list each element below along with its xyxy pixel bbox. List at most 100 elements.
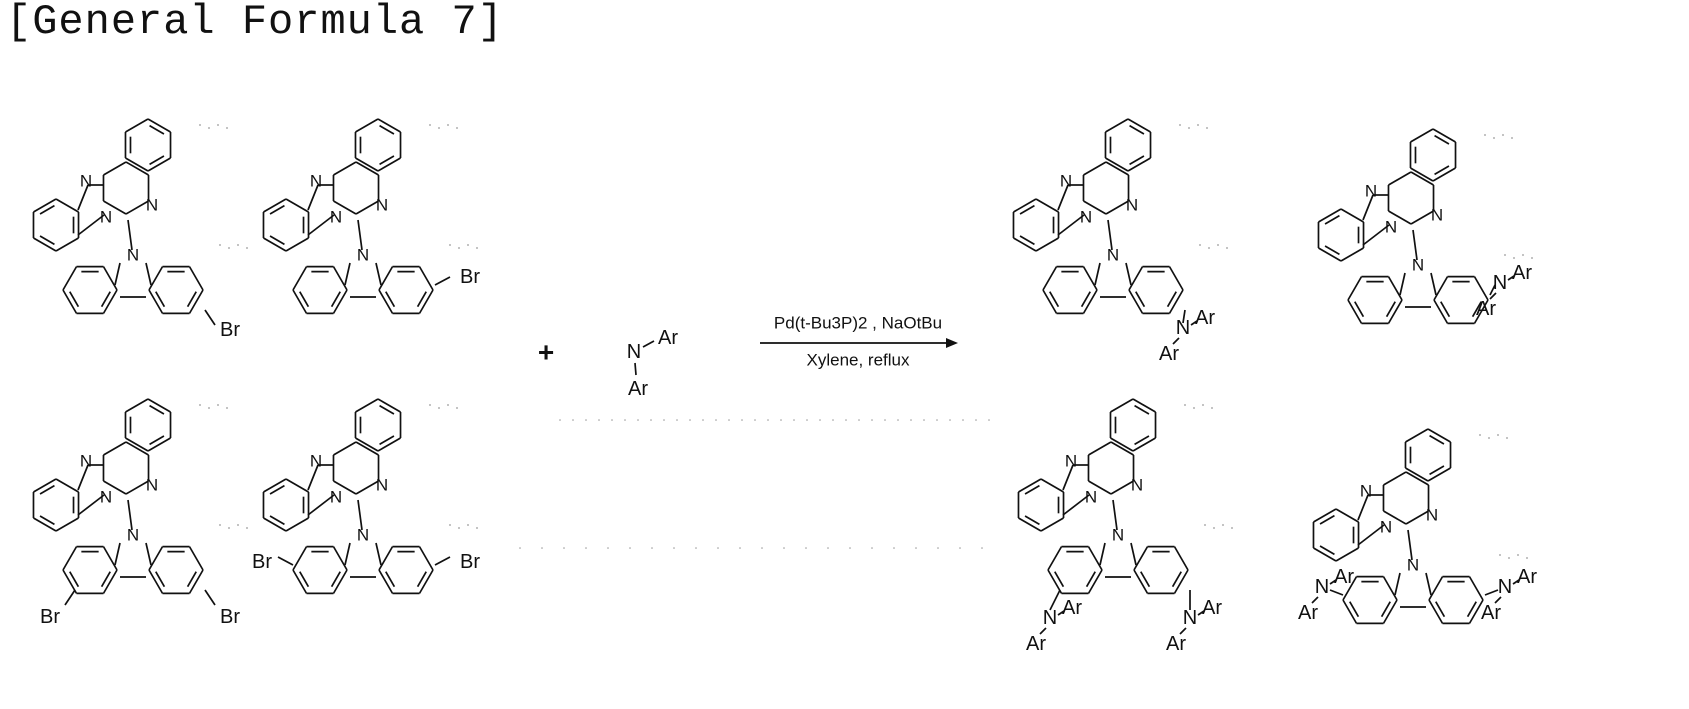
noise-dot	[559, 419, 561, 421]
ring-bond	[1018, 518, 1041, 531]
ring-bond	[1433, 129, 1456, 142]
ring-bond	[286, 238, 309, 251]
noise-dot	[228, 247, 230, 249]
ring-bond	[1128, 119, 1151, 132]
ring-bond	[293, 267, 307, 290]
ring-bond	[379, 570, 393, 593]
ring-bond	[104, 547, 118, 570]
nitrogen-label: N	[1060, 172, 1072, 191]
ring-bond	[33, 238, 56, 251]
ring-bond	[1429, 577, 1443, 600]
noise-dot	[805, 547, 807, 549]
ring-bond	[63, 290, 77, 313]
noise-dot	[1231, 527, 1233, 529]
aryl-label: Ar	[1481, 602, 1501, 624]
ring-bond	[104, 290, 118, 313]
nitrogen-label: N	[1315, 576, 1329, 598]
noise-dot	[217, 124, 219, 126]
ring-bond	[1470, 577, 1484, 600]
aryl-label: Ar	[1195, 307, 1215, 329]
ring-bond	[376, 263, 381, 285]
noise-dot	[754, 419, 756, 421]
noise-dot	[1504, 254, 1506, 256]
noise-dot	[702, 419, 704, 421]
ring-bond	[63, 547, 77, 570]
ring-bond	[1048, 547, 1062, 570]
noise-dot	[226, 127, 228, 129]
ring-bond	[1105, 119, 1128, 132]
ring-bond	[33, 199, 56, 212]
ring-bond	[1133, 399, 1156, 412]
ring-bond	[1433, 168, 1456, 181]
ring-bond	[263, 199, 286, 212]
noise-dot	[1206, 127, 1208, 129]
ring-bond	[103, 442, 126, 455]
noise-dot	[1513, 257, 1515, 259]
noise-dot	[988, 419, 990, 421]
ring-bond	[103, 162, 126, 175]
ring-bond	[379, 290, 393, 313]
ring-bond	[146, 543, 151, 565]
noise-dot	[219, 244, 221, 246]
ring-bond	[56, 238, 79, 251]
reactant-3-6-dibromo: NNNNBrBr	[33, 399, 247, 628]
ring-bond	[379, 547, 393, 570]
bromine-label: Br	[460, 266, 480, 288]
nitrogen-label: N	[80, 452, 92, 471]
nitrogen-label: N	[376, 196, 388, 215]
ring-bond	[333, 162, 356, 175]
noise-dot	[237, 524, 239, 526]
noise-dot	[598, 419, 600, 421]
ring-bond	[376, 543, 381, 565]
bond	[435, 277, 450, 285]
noise-dot	[741, 419, 743, 421]
ring-bond	[190, 290, 204, 313]
noise-dot	[1199, 244, 1201, 246]
ring-bond	[1041, 479, 1064, 492]
aryl-label: Ar	[1298, 602, 1318, 624]
bond	[278, 557, 293, 565]
nitrogen-label: N	[1498, 576, 1512, 598]
ring-bond	[1428, 468, 1451, 481]
ring-bond	[104, 570, 118, 593]
noise-dot	[246, 247, 248, 249]
ring-bond	[149, 570, 163, 593]
noise-dot	[871, 547, 873, 549]
noise-dot	[447, 404, 449, 406]
aryl-label: Ar	[1517, 566, 1537, 588]
noise-dot	[739, 547, 741, 549]
ring-bond	[148, 438, 171, 451]
nitrogen-label: N	[1107, 246, 1119, 265]
nitrogen-label: N	[1126, 196, 1138, 215]
nitrogen-label: N	[310, 172, 322, 191]
ring-bond	[56, 199, 79, 212]
noise-dot	[728, 419, 730, 421]
noise-dot	[663, 419, 665, 421]
ring-bond	[1388, 172, 1411, 185]
noise-dot	[1213, 527, 1215, 529]
noise-dot	[910, 419, 912, 421]
ring-bond	[1426, 573, 1431, 595]
ring-bond	[293, 290, 307, 313]
ring-bond	[125, 399, 148, 412]
nitrogen-label: N	[1112, 526, 1124, 545]
ring-bond	[1110, 399, 1133, 412]
noise-dot	[228, 527, 230, 529]
ring-bond	[355, 119, 378, 132]
noise-dot	[1479, 434, 1481, 436]
noise-dot	[1204, 524, 1206, 526]
ring-bond	[148, 158, 171, 171]
noise-dot	[199, 404, 201, 406]
ring-bond	[334, 267, 348, 290]
ring-bond	[1383, 472, 1406, 485]
product-3-6-bis-diarylamino: NNNNNArArNArAr	[1018, 399, 1232, 655]
ring-bond	[1313, 548, 1336, 561]
ring-bond	[293, 570, 307, 593]
noise-dot	[1488, 437, 1490, 439]
noise-dot	[637, 419, 639, 421]
ring-bond	[190, 570, 204, 593]
noise-dot	[650, 419, 652, 421]
ring-bond	[263, 479, 286, 492]
ring-bond	[378, 438, 401, 451]
ring-bond	[1018, 479, 1041, 492]
